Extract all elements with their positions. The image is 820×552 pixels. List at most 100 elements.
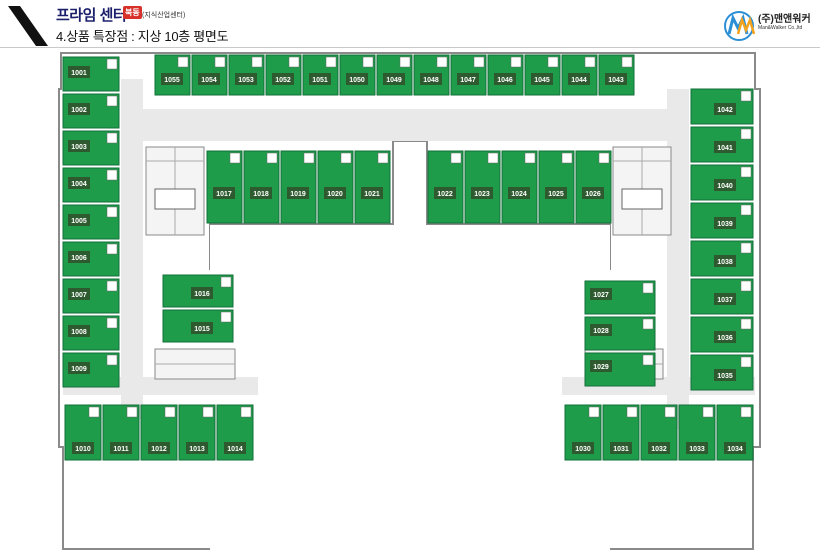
- unit-label: 1015: [194, 326, 210, 333]
- unit-label: 1050: [349, 77, 365, 84]
- unit-1028: 1028: [584, 316, 656, 351]
- unit-1033: 1033: [678, 404, 716, 461]
- unit-label: 1044: [571, 77, 587, 84]
- unit-1037: 1037: [690, 278, 754, 315]
- unit-label: 1040: [717, 183, 733, 190]
- unit-label: 1046: [497, 77, 513, 84]
- unit-label: 1013: [189, 446, 205, 453]
- unit-label: 1039: [717, 221, 733, 228]
- unit-1050: 1050: [339, 54, 376, 96]
- unit-label: 1051: [312, 77, 328, 84]
- unit-label: 1012: [151, 446, 167, 453]
- unit-label: 1025: [548, 191, 564, 198]
- floor-plan: 1055 1054 1053 1052 1051 1050 1049 1048 1047 1046…: [58, 52, 761, 550]
- unit-1029: 1029: [584, 352, 656, 387]
- unit-label: 1027: [593, 292, 609, 299]
- unit-label: 1018: [253, 191, 269, 198]
- unit-1010: 1010: [64, 404, 102, 461]
- unit-label: 1052: [275, 77, 291, 84]
- unit-label: 1047: [460, 77, 476, 84]
- unit-label: 1043: [608, 77, 624, 84]
- unit-1026: 1026: [575, 150, 612, 224]
- unit-1008: 1008: [62, 315, 120, 351]
- unit-label: 1026: [585, 191, 601, 198]
- unit-1023: 1023: [464, 150, 501, 224]
- unit-1043: 1043: [598, 54, 635, 96]
- stair-core-east: [612, 146, 672, 236]
- slash-logo-icon: [8, 6, 48, 46]
- unit-label: 1054: [201, 77, 217, 84]
- unit-label: 1036: [717, 335, 733, 342]
- unit-1001: 1001: [62, 56, 120, 92]
- unit-label: 1005: [71, 218, 87, 225]
- unit-label: 1024: [511, 191, 527, 198]
- unit-label: 1009: [71, 366, 87, 373]
- corridor-north: [143, 109, 675, 141]
- unit-label: 1030: [575, 446, 591, 453]
- brand-title: 프라임 센터: [56, 7, 127, 24]
- unit-1015: 1015: [162, 309, 234, 343]
- unit-label: 1001: [71, 70, 87, 77]
- corridor-east: [667, 89, 689, 429]
- company-logo-icon: [724, 11, 756, 41]
- brand-badge: 북동: [123, 6, 142, 19]
- unit-1004: 1004: [62, 167, 120, 203]
- unit-label: 1023: [474, 191, 490, 198]
- unit-1041: 1041: [690, 126, 754, 163]
- brand-subtitle: (지식산업센터): [142, 12, 186, 19]
- unit-1030: 1030: [564, 404, 602, 461]
- unit-1006: 1006: [62, 241, 120, 277]
- unit-label: 1006: [71, 255, 87, 262]
- unit-1003: 1003: [62, 130, 120, 166]
- unit-1045: 1045: [524, 54, 561, 96]
- unit-1038: 1038: [690, 240, 754, 277]
- unit-1011: 1011: [102, 404, 140, 461]
- unit-label: 1055: [164, 77, 180, 84]
- unit-label: 1002: [71, 107, 87, 114]
- unit-label: 1007: [71, 292, 87, 299]
- unit-1007: 1007: [62, 278, 120, 314]
- header-divider: [0, 47, 820, 48]
- unit-1035: 1035: [690, 354, 754, 391]
- unit-1049: 1049: [376, 54, 413, 96]
- unit-label: 1022: [437, 191, 453, 198]
- unit-1018: 1018: [243, 150, 280, 224]
- page-header: 프라임 센터 북동 (지식산업센터) 4.상품 특장점 : 지상 10층 평면도…: [0, 0, 820, 50]
- unit-label: 1037: [717, 297, 733, 304]
- unit-1039: 1039: [690, 202, 754, 239]
- unit-1012: 1012: [140, 404, 178, 461]
- unit-1017: 1017: [206, 150, 243, 224]
- unit-1002: 1002: [62, 93, 120, 129]
- unit-1042: 1042: [690, 88, 754, 125]
- unit-label: 1014: [227, 446, 243, 453]
- unit-1024: 1024: [501, 150, 538, 224]
- unit-1014: 1014: [216, 404, 254, 461]
- unit-1048: 1048: [413, 54, 450, 96]
- unit-label: 1003: [71, 144, 87, 151]
- unit-label: 1010: [75, 446, 91, 453]
- unit-1019: 1019: [280, 150, 317, 224]
- company-name-english: Man&Walker Co.,ltd: [758, 25, 803, 31]
- unit-1044: 1044: [561, 54, 598, 96]
- unit-label: 1016: [194, 291, 210, 298]
- unit-label: 1008: [71, 329, 87, 336]
- unit-1055: 1055: [154, 54, 191, 96]
- unit-label: 1038: [717, 259, 733, 266]
- unit-label: 1028: [593, 328, 609, 335]
- unit-label: 1053: [238, 77, 254, 84]
- unit-1032: 1032: [640, 404, 678, 461]
- unit-label: 1048: [423, 77, 439, 84]
- unit-1025: 1025: [538, 150, 575, 224]
- unit-1009: 1009: [62, 352, 120, 388]
- unit-1040: 1040: [690, 164, 754, 201]
- unit-label: 1004: [71, 181, 87, 188]
- unit-1053: 1053: [228, 54, 265, 96]
- unit-1052: 1052: [265, 54, 302, 96]
- unit-label: 1041: [717, 145, 733, 152]
- unit-label: 1020: [327, 191, 343, 198]
- unit-1027: 1027: [584, 280, 656, 315]
- unit-label: 1031: [613, 446, 629, 453]
- unit-label: 1017: [216, 191, 232, 198]
- unit-1054: 1054: [191, 54, 228, 96]
- unit-1034: 1034: [716, 404, 754, 461]
